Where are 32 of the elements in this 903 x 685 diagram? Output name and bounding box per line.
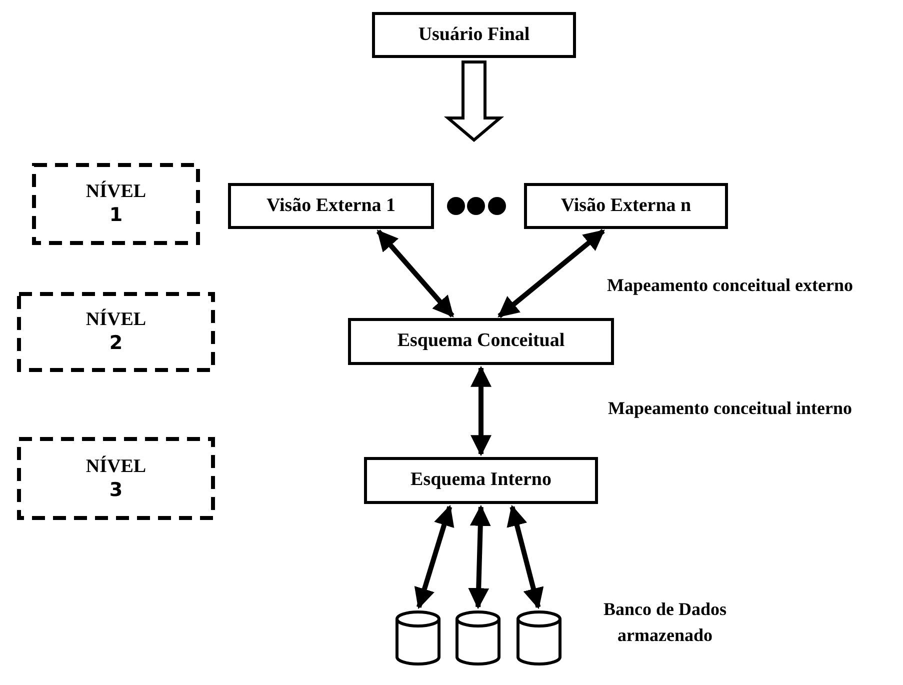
level-box xyxy=(17,292,215,372)
box-label: Usuário Final xyxy=(418,24,530,46)
database-cylinder xyxy=(395,610,441,666)
double-arrow xyxy=(376,230,454,318)
database-cylinder xyxy=(455,610,501,666)
level-number: 1 xyxy=(109,204,123,227)
mapping-label: Mapeamento conceitual interno xyxy=(607,397,853,420)
database-cylinder xyxy=(516,610,562,666)
box-label: Visão Externa 1 xyxy=(266,194,396,218)
hollow-arrow xyxy=(444,60,504,142)
process-box xyxy=(524,183,728,229)
process-box xyxy=(364,457,598,504)
box-label: Visão Externa n xyxy=(560,194,692,218)
level-box xyxy=(32,163,200,245)
database-label: Banco de Dados armazenado xyxy=(602,598,728,648)
box-label: Esquema Conceitual xyxy=(397,330,565,353)
mapping-label: Mapeamento conceitual externo xyxy=(606,274,854,297)
box-label: Esquema Interno xyxy=(410,469,552,492)
level-number: 2 xyxy=(109,332,123,355)
level-box xyxy=(17,437,215,520)
double-arrow xyxy=(470,366,492,456)
process-box xyxy=(372,12,576,58)
level-label: NÍVEL xyxy=(86,456,146,478)
level-label: NÍVEL xyxy=(86,181,146,204)
double-arrow xyxy=(468,504,491,610)
level-label: NÍVEL xyxy=(86,309,146,332)
process-box xyxy=(228,183,434,229)
level-number: 3 xyxy=(109,478,123,502)
double-arrow xyxy=(506,504,544,610)
double-arrow xyxy=(498,228,605,318)
double-arrow xyxy=(414,504,454,610)
process-box xyxy=(348,318,614,365)
